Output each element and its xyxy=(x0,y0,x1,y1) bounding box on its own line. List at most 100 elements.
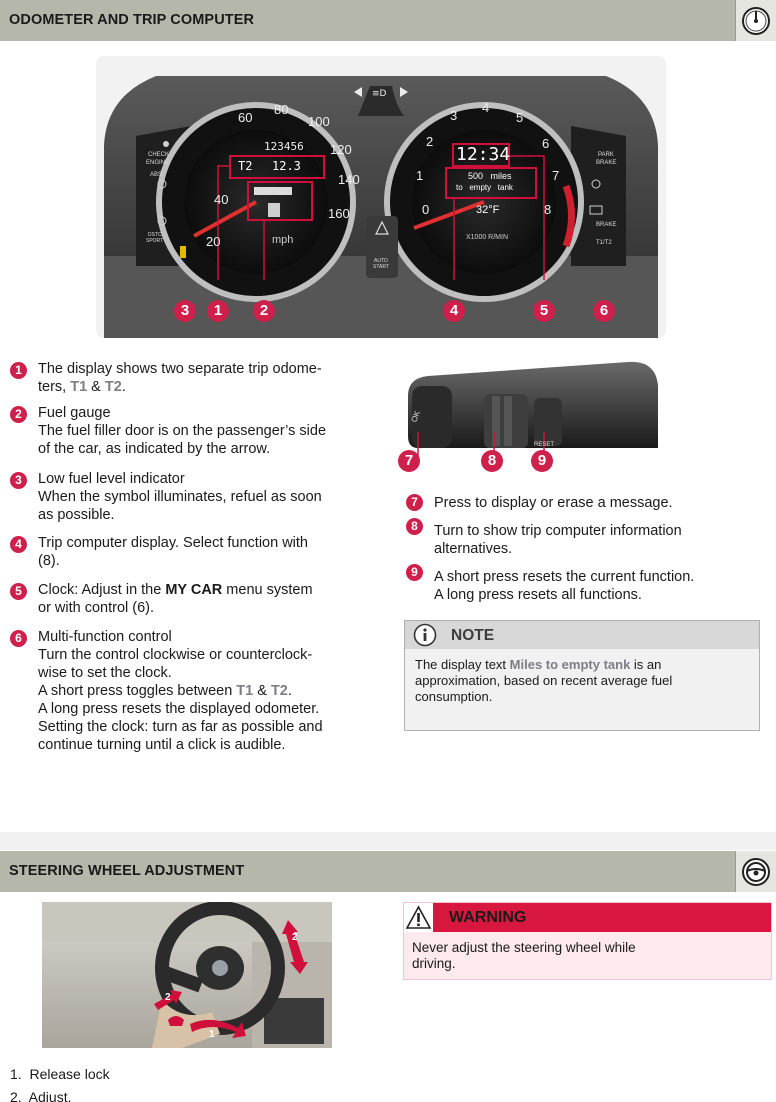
text-span: is an xyxy=(630,657,662,672)
text-line: approximation, based on recent average f… xyxy=(415,673,673,688)
text-line: The display text Miles to empty tank is … xyxy=(415,657,750,673)
item-number: 4 xyxy=(10,536,27,553)
item-text: Multi-function control Turn the control … xyxy=(38,628,388,754)
t2-label: T2 xyxy=(104,379,122,395)
item-number: 9 xyxy=(406,564,423,581)
text-line: as possible. xyxy=(38,507,115,523)
rpm-tick-label: 2 xyxy=(426,134,434,149)
text-span: Clock: Adjust in the xyxy=(38,582,166,598)
item-number: 6 xyxy=(10,630,27,647)
text-line: A short press resets the current functio… xyxy=(434,569,695,585)
text-line: Multi-function control xyxy=(38,629,172,645)
my-car-label: MY CAR xyxy=(165,582,223,598)
steering-wheel-icon xyxy=(735,851,776,892)
speed-unit: mph xyxy=(272,234,294,246)
rpm-tick-label: 8 xyxy=(544,202,552,217)
warning-icon xyxy=(404,903,433,932)
warning-text: Never adjust the steering wheel while dr… xyxy=(412,940,712,972)
item-text: Clock: Adjust in the MY CAR menu system … xyxy=(38,581,388,617)
text-line: consumption. xyxy=(415,689,493,704)
section-title: ODOMETER AND TRIP COMPUTER xyxy=(9,12,255,28)
lamp-label: BRAKE xyxy=(596,160,617,166)
steering-adjustment-image: 2 2 1 xyxy=(42,902,332,1048)
steps-list: 1. Release lock 2. Adjust. xyxy=(10,1063,110,1102)
gauge-icon xyxy=(735,0,776,41)
callout-4: 4 xyxy=(443,300,465,322)
lamp-label: ABS xyxy=(150,172,163,178)
speed-tick-label: 60 xyxy=(238,110,253,125)
item-number: 7 xyxy=(406,494,423,511)
lamp-label: SPORT xyxy=(146,238,164,244)
text-line: Never adjust the steering wheel while xyxy=(412,940,636,955)
section-header-steering: STEERING WHEEL ADJUSTMENT xyxy=(0,851,776,892)
miles-to-empty-label: Miles to empty tank xyxy=(509,657,631,672)
rpm-tick-label: 5 xyxy=(516,110,524,125)
auto-start-label: START xyxy=(373,264,389,270)
speed-tick-label: 140 xyxy=(338,172,360,187)
text-line: (8). xyxy=(38,553,60,569)
text-line: The fuel filler door is on the passenger… xyxy=(38,423,327,439)
text-line: A short press toggles between T1 & T2. xyxy=(38,682,388,700)
range-line-1: 500 miles xyxy=(468,171,512,181)
note-text: The display text Miles to empty tank is … xyxy=(415,657,750,705)
clock-readout: 12:34 xyxy=(456,144,511,165)
control-stalk-image: OK RESET 7 8 9 xyxy=(398,356,660,476)
item-number: 5 xyxy=(10,583,27,600)
callout-2: 2 xyxy=(253,300,275,322)
callout-9: 9 xyxy=(531,450,553,472)
rpm-tick-label: 1 xyxy=(416,168,424,183)
text-line: driving. xyxy=(412,956,456,971)
rpm-tick-label: 6 xyxy=(542,136,550,151)
range-line-2: to empty tank xyxy=(456,183,513,192)
text-line: Turn the control clockwise or counterclo… xyxy=(38,647,313,663)
item-text: Fuel gauge The fuel filler door is on th… xyxy=(38,404,388,458)
note-label: NOTE xyxy=(451,627,495,644)
speed-tick-label: 160 xyxy=(328,206,350,221)
item-text: The display shows two separate trip odom… xyxy=(38,360,388,396)
text-span: . xyxy=(121,379,126,395)
text-line: ters, T1 & T2. xyxy=(38,378,388,396)
step-item: 1. Release lock xyxy=(10,1066,110,1082)
callout-8: 8 xyxy=(481,450,503,472)
rpm-tick-label: 4 xyxy=(482,100,490,115)
text-line: A long press resets the displayed odomet… xyxy=(38,701,320,717)
text-line: or with control (6). xyxy=(38,600,155,616)
instrument-cluster-image: ≡D 20 40 60 80 100 120 140 160 mph 12345… xyxy=(96,56,666,338)
text-span: A short press toggles between xyxy=(38,683,237,699)
lamp-label: DSTC xyxy=(148,232,162,238)
item-text: Turn to show trip computer information a… xyxy=(434,522,774,558)
text-line: The display shows two separate trip odom… xyxy=(38,361,322,377)
speed-tick-label: 100 xyxy=(308,114,330,129)
t1-label: T1 xyxy=(236,683,254,699)
text-line: A long press resets all functions. xyxy=(434,587,642,603)
speed-tick-label: 80 xyxy=(274,102,289,117)
text-span: menu system xyxy=(222,582,313,598)
text-span: The display text xyxy=(415,657,510,672)
item-text: A short press resets the current functio… xyxy=(434,568,774,604)
section-separator xyxy=(0,832,776,850)
text-line: Press to display or erase a message. xyxy=(434,495,673,511)
text-line: Clock: Adjust in the MY CAR menu system xyxy=(38,581,388,599)
item-text: Trip computer display. Select function w… xyxy=(38,534,388,570)
item-number: 3 xyxy=(10,472,27,489)
lamp-label: BRAKE xyxy=(596,222,617,228)
svg-text:≡D: ≡D xyxy=(372,89,387,99)
callout-7: 7 xyxy=(398,450,420,472)
auto-start-label: AUTO xyxy=(374,258,388,264)
section-header-odometer: ODOMETER AND TRIP COMPUTER xyxy=(0,0,776,41)
trip-label: T2 xyxy=(238,159,253,173)
text-span: ters, xyxy=(38,379,71,395)
text-line: wise to set the clock. xyxy=(38,665,172,681)
section-title: STEERING WHEEL ADJUSTMENT xyxy=(9,863,245,879)
text-line: Turn to show trip computer information xyxy=(434,523,682,539)
reset-label: RESET xyxy=(534,442,555,448)
text-line: alternatives. xyxy=(434,541,513,557)
item-text: Press to display or erase a message. xyxy=(434,494,774,512)
text-line: Fuel gauge xyxy=(38,405,111,421)
speed-tick-label: 40 xyxy=(214,192,229,207)
rpm-unit: X1000 R/MIN xyxy=(466,234,509,241)
callout-5: 5 xyxy=(533,300,555,322)
note-header: NOTE xyxy=(405,621,759,649)
item-number: 1 xyxy=(10,362,27,379)
text-span: . xyxy=(287,683,292,699)
